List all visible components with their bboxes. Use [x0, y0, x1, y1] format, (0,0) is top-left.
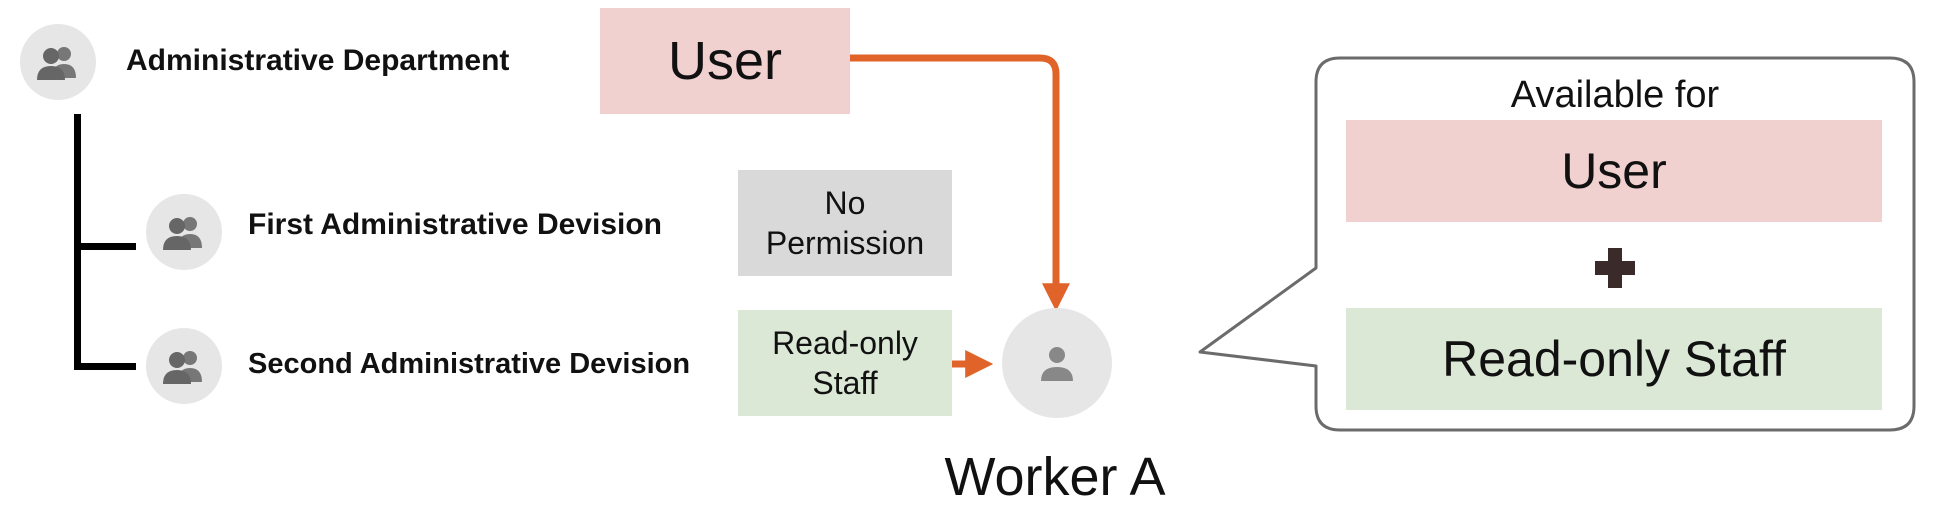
tree-branch-second [74, 363, 136, 370]
tree-vertical-line [74, 114, 81, 370]
user-to-worker-arrow [848, 54, 1070, 312]
role-user-label: User [667, 31, 782, 91]
worker-avatar [1002, 308, 1112, 418]
group-avatar-first-division [146, 194, 222, 270]
role-box-user: User [600, 8, 850, 114]
callout-role-user: User [1346, 120, 1882, 222]
role-box-read-only: Read-only Staff [738, 310, 952, 416]
department-label-second-division: Second Administrative Devision [248, 348, 691, 380]
read-only-line1: Read-only [772, 325, 918, 361]
no-permission-line2: Permission [765, 225, 925, 261]
plus-icon [1590, 248, 1640, 288]
group-icon [163, 217, 202, 250]
read-only-line2: Staff [812, 365, 878, 401]
role-box-no-permission: No Permission [738, 170, 952, 276]
department-label-first-division: First Administrative Devision [248, 208, 662, 241]
callout-role-read-only-label: Read-only Staff [1442, 331, 1786, 387]
callout-heading: Available for [1510, 74, 1720, 116]
department-label-admin: Administrative Department [126, 44, 510, 77]
worker-label: Worker A [944, 447, 1166, 507]
group-avatar-second-division [146, 328, 222, 404]
person-icon [1041, 347, 1073, 381]
no-permission-line1: No [824, 185, 866, 221]
group-avatar-department [20, 24, 96, 100]
callout-role-read-only: Read-only Staff [1346, 308, 1882, 410]
callout-role-user-label: User [1561, 143, 1667, 199]
group-icon [163, 351, 202, 384]
tree-branch-first [74, 243, 136, 250]
group-icon [37, 47, 76, 80]
